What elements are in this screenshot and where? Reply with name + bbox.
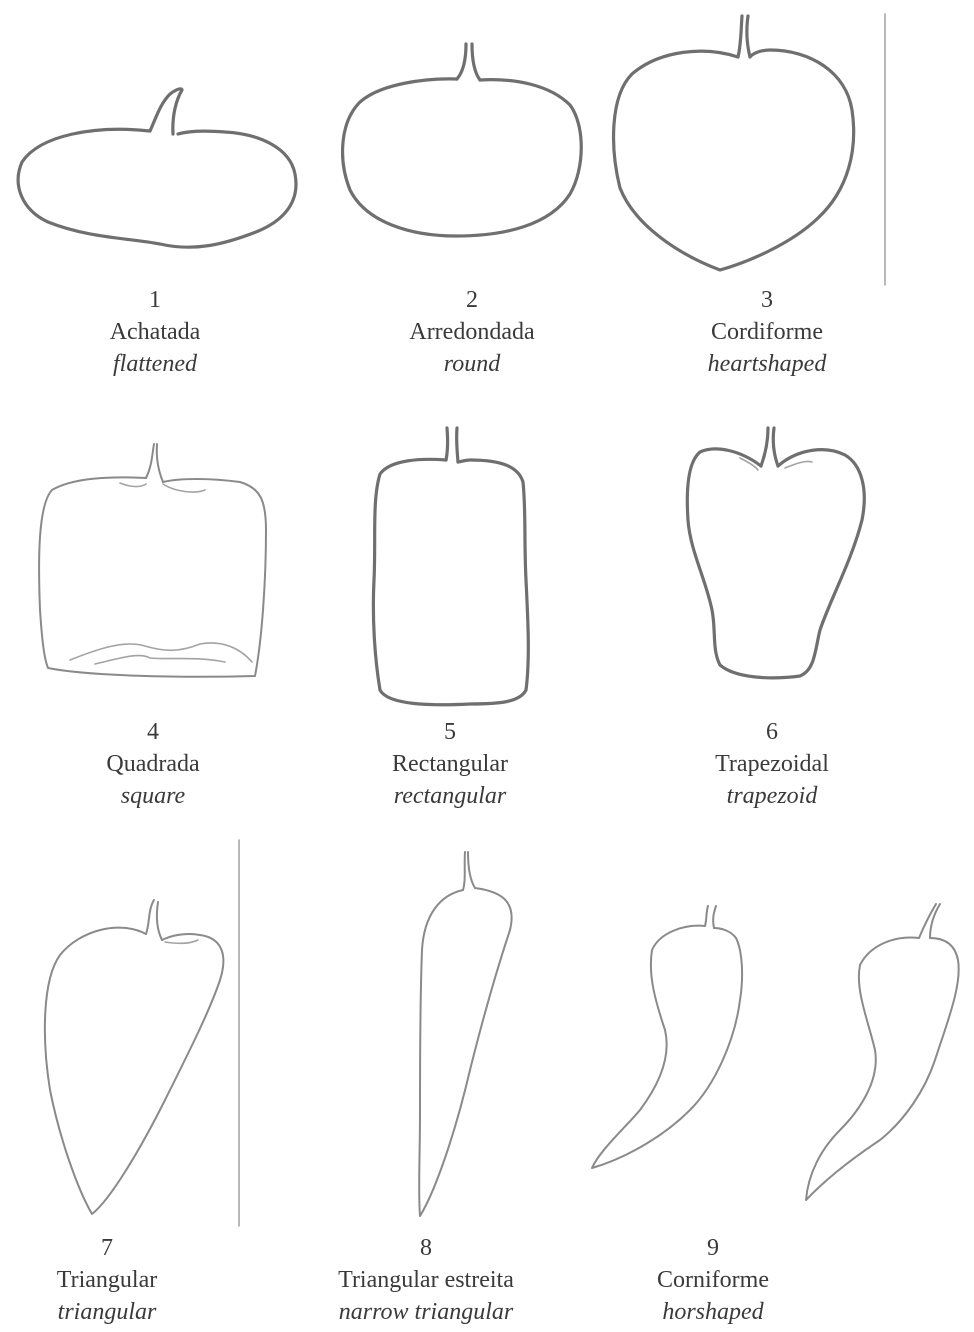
shape-name-pt: Corniforme xyxy=(563,1264,863,1296)
shape-name-en: square xyxy=(3,780,303,812)
shape-8-narrow-triangular xyxy=(419,852,512,1216)
shape-number: 7 xyxy=(0,1232,257,1264)
shape-name-pt: Triangular xyxy=(0,1264,257,1296)
shape-name-en: flattened xyxy=(5,348,305,380)
shape-name-en: triangular xyxy=(0,1296,257,1328)
caption-5: 5 Rectangular rectangular xyxy=(300,716,600,812)
caption-8: 8 Triangular estreita narrow triangular xyxy=(276,1232,576,1328)
shape-name-en: narrow triangular xyxy=(276,1296,576,1328)
shape-6-trapezoid xyxy=(687,428,864,678)
shape-1-flattened xyxy=(18,89,296,247)
caption-6: 6 Trapezoidal trapezoid xyxy=(622,716,922,812)
shape-number: 4 xyxy=(3,716,303,748)
shape-name-pt: Rectangular xyxy=(300,748,600,780)
shape-number: 1 xyxy=(5,284,305,316)
shape-2-round xyxy=(343,44,582,236)
caption-1: 1 Achatada flattened xyxy=(5,284,305,380)
shape-name-en: round xyxy=(322,348,622,380)
shape-name-pt: Triangular estreita xyxy=(276,1264,576,1296)
shape-name-en: heartshaped xyxy=(617,348,917,380)
caption-3: 3 Cordiforme heartshaped xyxy=(617,284,917,380)
shape-3-heartshaped xyxy=(614,16,854,270)
shape-name-pt: Cordiforme xyxy=(617,316,917,348)
shape-name-en: rectangular xyxy=(300,780,600,812)
shape-name-en: horshaped xyxy=(563,1296,863,1328)
shape-number: 8 xyxy=(276,1232,576,1264)
shape-number: 2 xyxy=(322,284,622,316)
shape-name-pt: Trapezoidal xyxy=(622,748,922,780)
shape-5-rectangular xyxy=(373,428,528,705)
shape-name-en: trapezoid xyxy=(622,780,922,812)
caption-7: 7 Triangular triangular xyxy=(0,1232,257,1328)
shape-name-pt: Quadrada xyxy=(3,748,303,780)
shape-name-pt: Achatada xyxy=(5,316,305,348)
shape-number: 9 xyxy=(563,1232,863,1264)
caption-2: 2 Arredondada round xyxy=(322,284,622,380)
shape-4-square xyxy=(39,444,266,677)
shape-name-pt: Arredondada xyxy=(322,316,622,348)
shape-number: 6 xyxy=(622,716,922,748)
shape-7-triangular xyxy=(45,900,224,1214)
shape-number: 3 xyxy=(617,284,917,316)
shape-9-horshaped-a xyxy=(592,906,742,1168)
caption-4: 4 Quadrada square xyxy=(3,716,303,812)
shape-number: 5 xyxy=(300,716,600,748)
caption-9: 9 Corniforme horshaped xyxy=(563,1232,863,1328)
shape-9-horshaped-b xyxy=(806,904,959,1200)
